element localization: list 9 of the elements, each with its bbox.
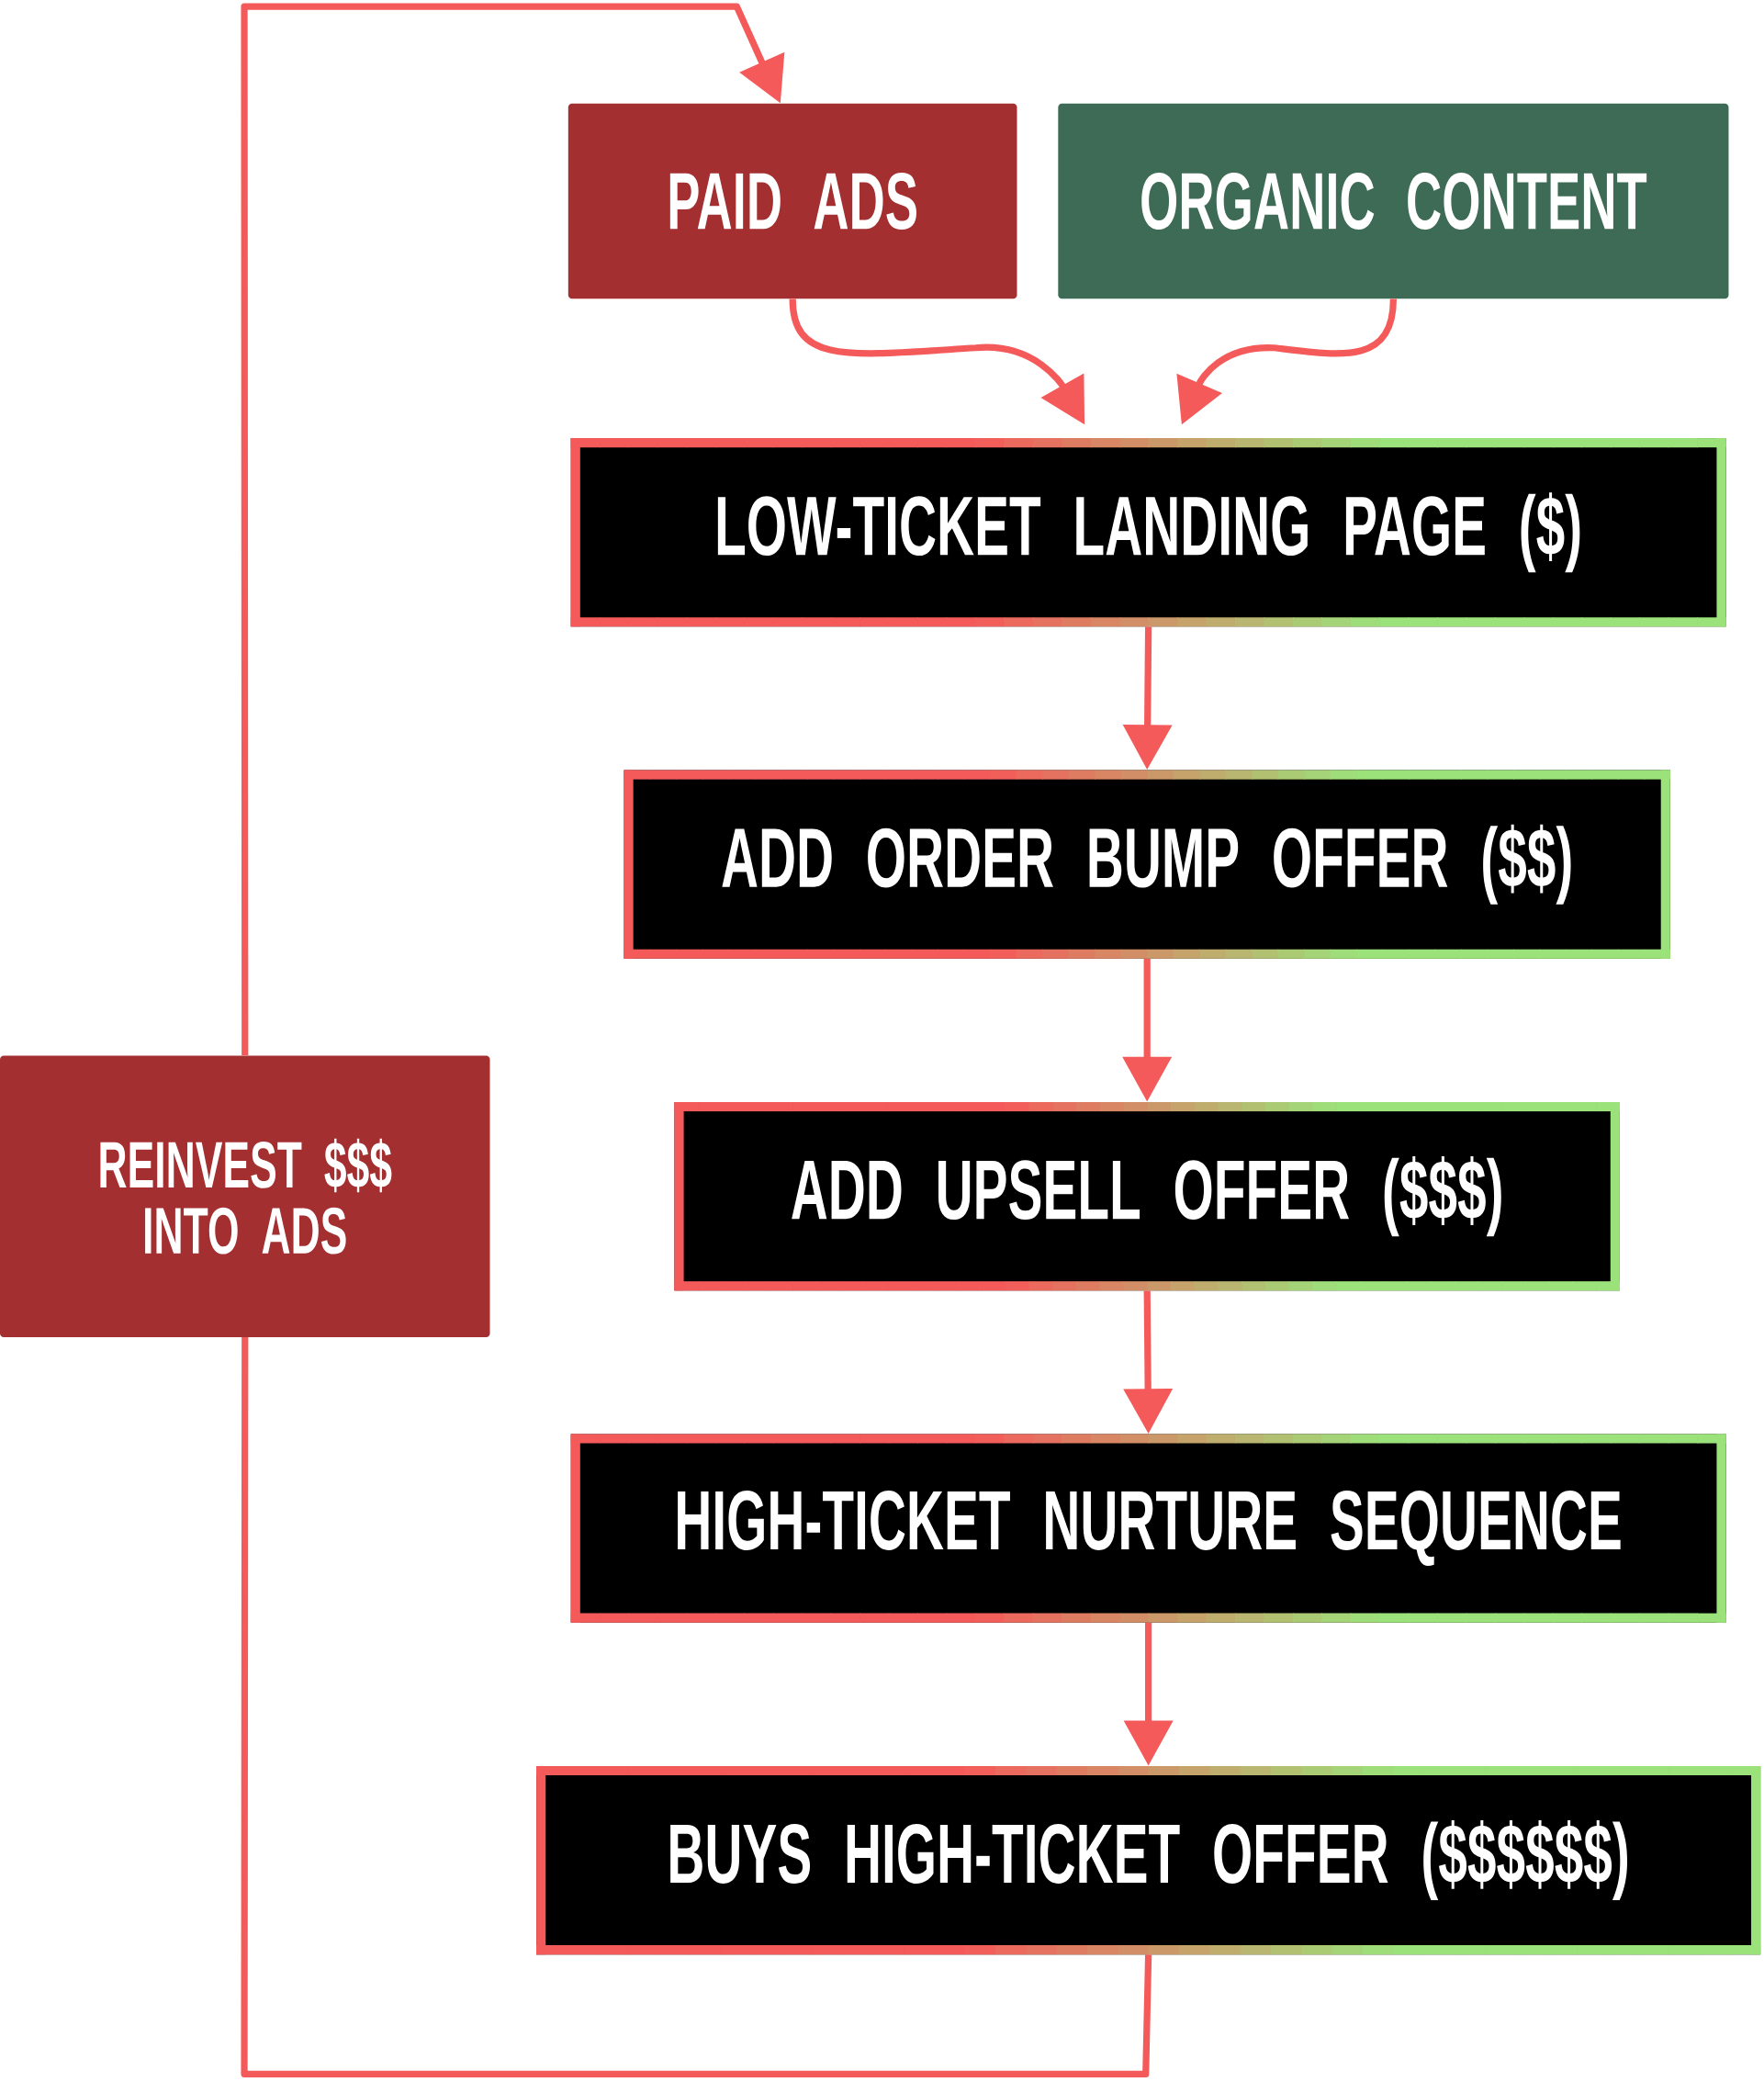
step-box: ADD UPSELL OFFER ($$$) [674,1102,1620,1291]
step-box: ADD ORDER BUMP OFFER ($$) [624,770,1670,959]
arrow [241,3,785,1056]
process-box: ORGANIC CONTENT [1058,103,1729,299]
process-box: PAID ADS [567,103,1017,299]
step-box: BUYS HIGH-TICKET OFFER ($$$$$$) [535,1765,1760,1955]
process-box: REINVEST $$$ INTO ADS [0,1055,490,1337]
step-box: HIGH-TICKET NURTURE SEQUENCE [570,1434,1726,1623]
step-box: LOW-TICKET LANDING PAGE ($) [570,438,1726,627]
